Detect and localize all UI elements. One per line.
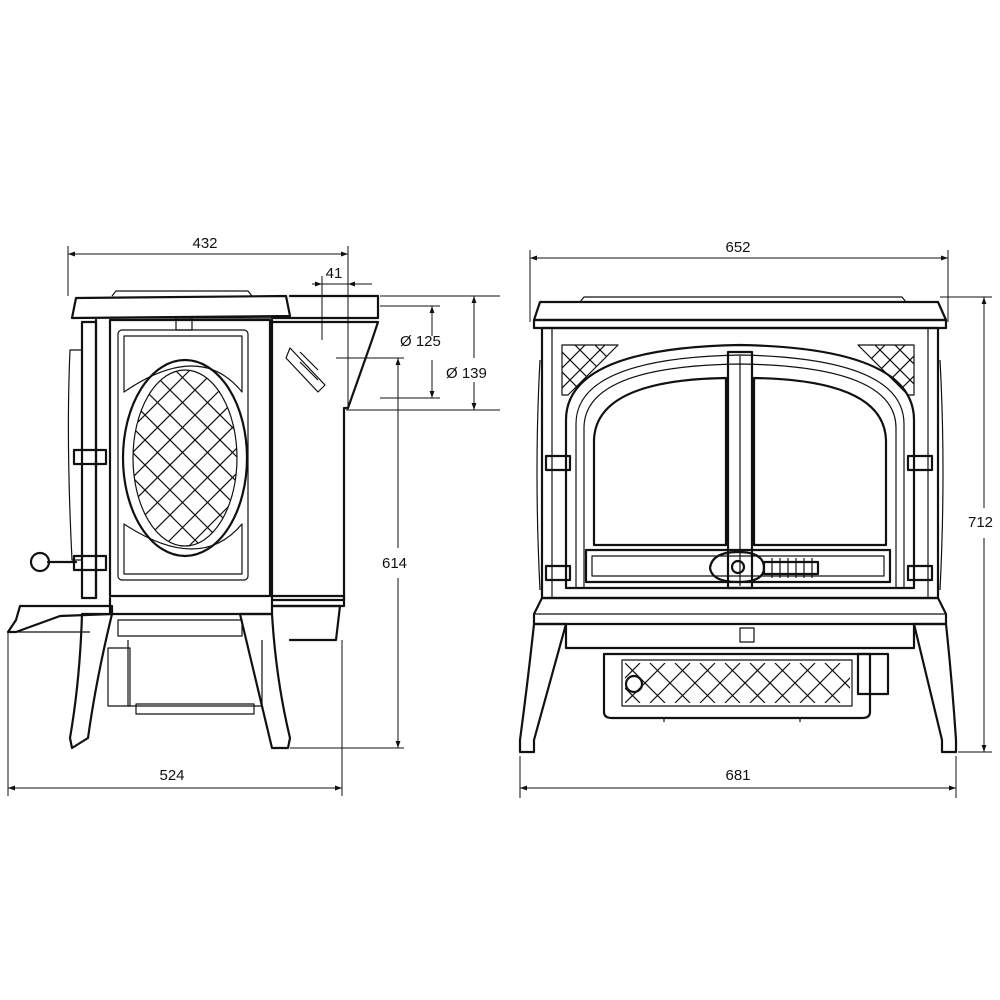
dim-label-681: 681 — [725, 767, 750, 784]
side-top-plate — [70, 294, 292, 320]
side-panel-bottom-arc — [123, 523, 243, 575]
front-left-glass — [592, 376, 728, 547]
front-side-handle — [856, 652, 890, 696]
side-air-vent — [285, 347, 326, 393]
side-door-handle-bar — [67, 349, 83, 561]
front-hinge-left-upper — [544, 454, 572, 472]
front-hinge-left-lower — [544, 564, 572, 582]
side-ash-drawer — [127, 640, 263, 707]
side-top-latch — [175, 317, 193, 331]
side-under-rail — [117, 619, 243, 637]
front-view — [518, 296, 958, 754]
dimension-lines — [7, 246, 992, 798]
side-drawer-handle — [107, 647, 131, 707]
side-rear-leg — [238, 612, 292, 750]
side-rear-flue-box — [270, 320, 380, 602]
side-oval-lattice — [133, 370, 237, 546]
dimension-labels: 432 41 Ø 125 Ø 139 614 524 652 712 681 — [159, 235, 993, 784]
front-grate-lattice — [625, 663, 850, 703]
front-ash-drawer — [602, 652, 872, 720]
dim-label-524: 524 — [159, 767, 184, 784]
side-front-leg — [68, 612, 114, 750]
dim-label-652: 652 — [725, 239, 750, 256]
front-door-rail — [584, 548, 892, 584]
side-top-lid — [111, 290, 253, 297]
front-hinge-right-upper — [906, 454, 934, 472]
front-top-plate — [532, 300, 948, 322]
side-flue-collar — [270, 294, 380, 320]
dim-label-41: 41 — [326, 265, 343, 282]
front-base-plinth — [532, 596, 948, 626]
side-hinge-lower — [72, 554, 108, 572]
front-ash-latch — [739, 627, 755, 643]
front-ash-grate — [621, 659, 853, 707]
front-top-band — [532, 318, 948, 330]
dim-label-d125: Ø 125 — [400, 333, 441, 350]
front-right-leg — [912, 622, 958, 754]
side-base-plinth — [108, 596, 274, 616]
front-right-glass — [752, 376, 888, 547]
dim-label-614: 614 — [382, 555, 407, 572]
front-ash-apron — [564, 622, 916, 650]
front-door-mullion — [726, 350, 754, 590]
dim-label-712: 712 — [968, 514, 993, 531]
side-ash-shelf — [6, 604, 114, 634]
front-hinge-right-lower — [906, 564, 934, 582]
side-oval-frame — [121, 358, 249, 558]
side-panel-top-arc — [123, 335, 243, 393]
side-ash-tray — [270, 604, 342, 642]
dim-label-432: 432 — [192, 235, 217, 252]
dim-label-d139: Ø 139 — [446, 365, 487, 382]
front-handle-grip — [762, 560, 820, 576]
side-view — [6, 290, 380, 750]
side-panel — [108, 318, 272, 598]
front-left-leg — [518, 622, 568, 754]
side-control-knob — [29, 551, 51, 573]
side-hinge-upper — [72, 448, 108, 466]
front-air-knob — [624, 674, 644, 694]
